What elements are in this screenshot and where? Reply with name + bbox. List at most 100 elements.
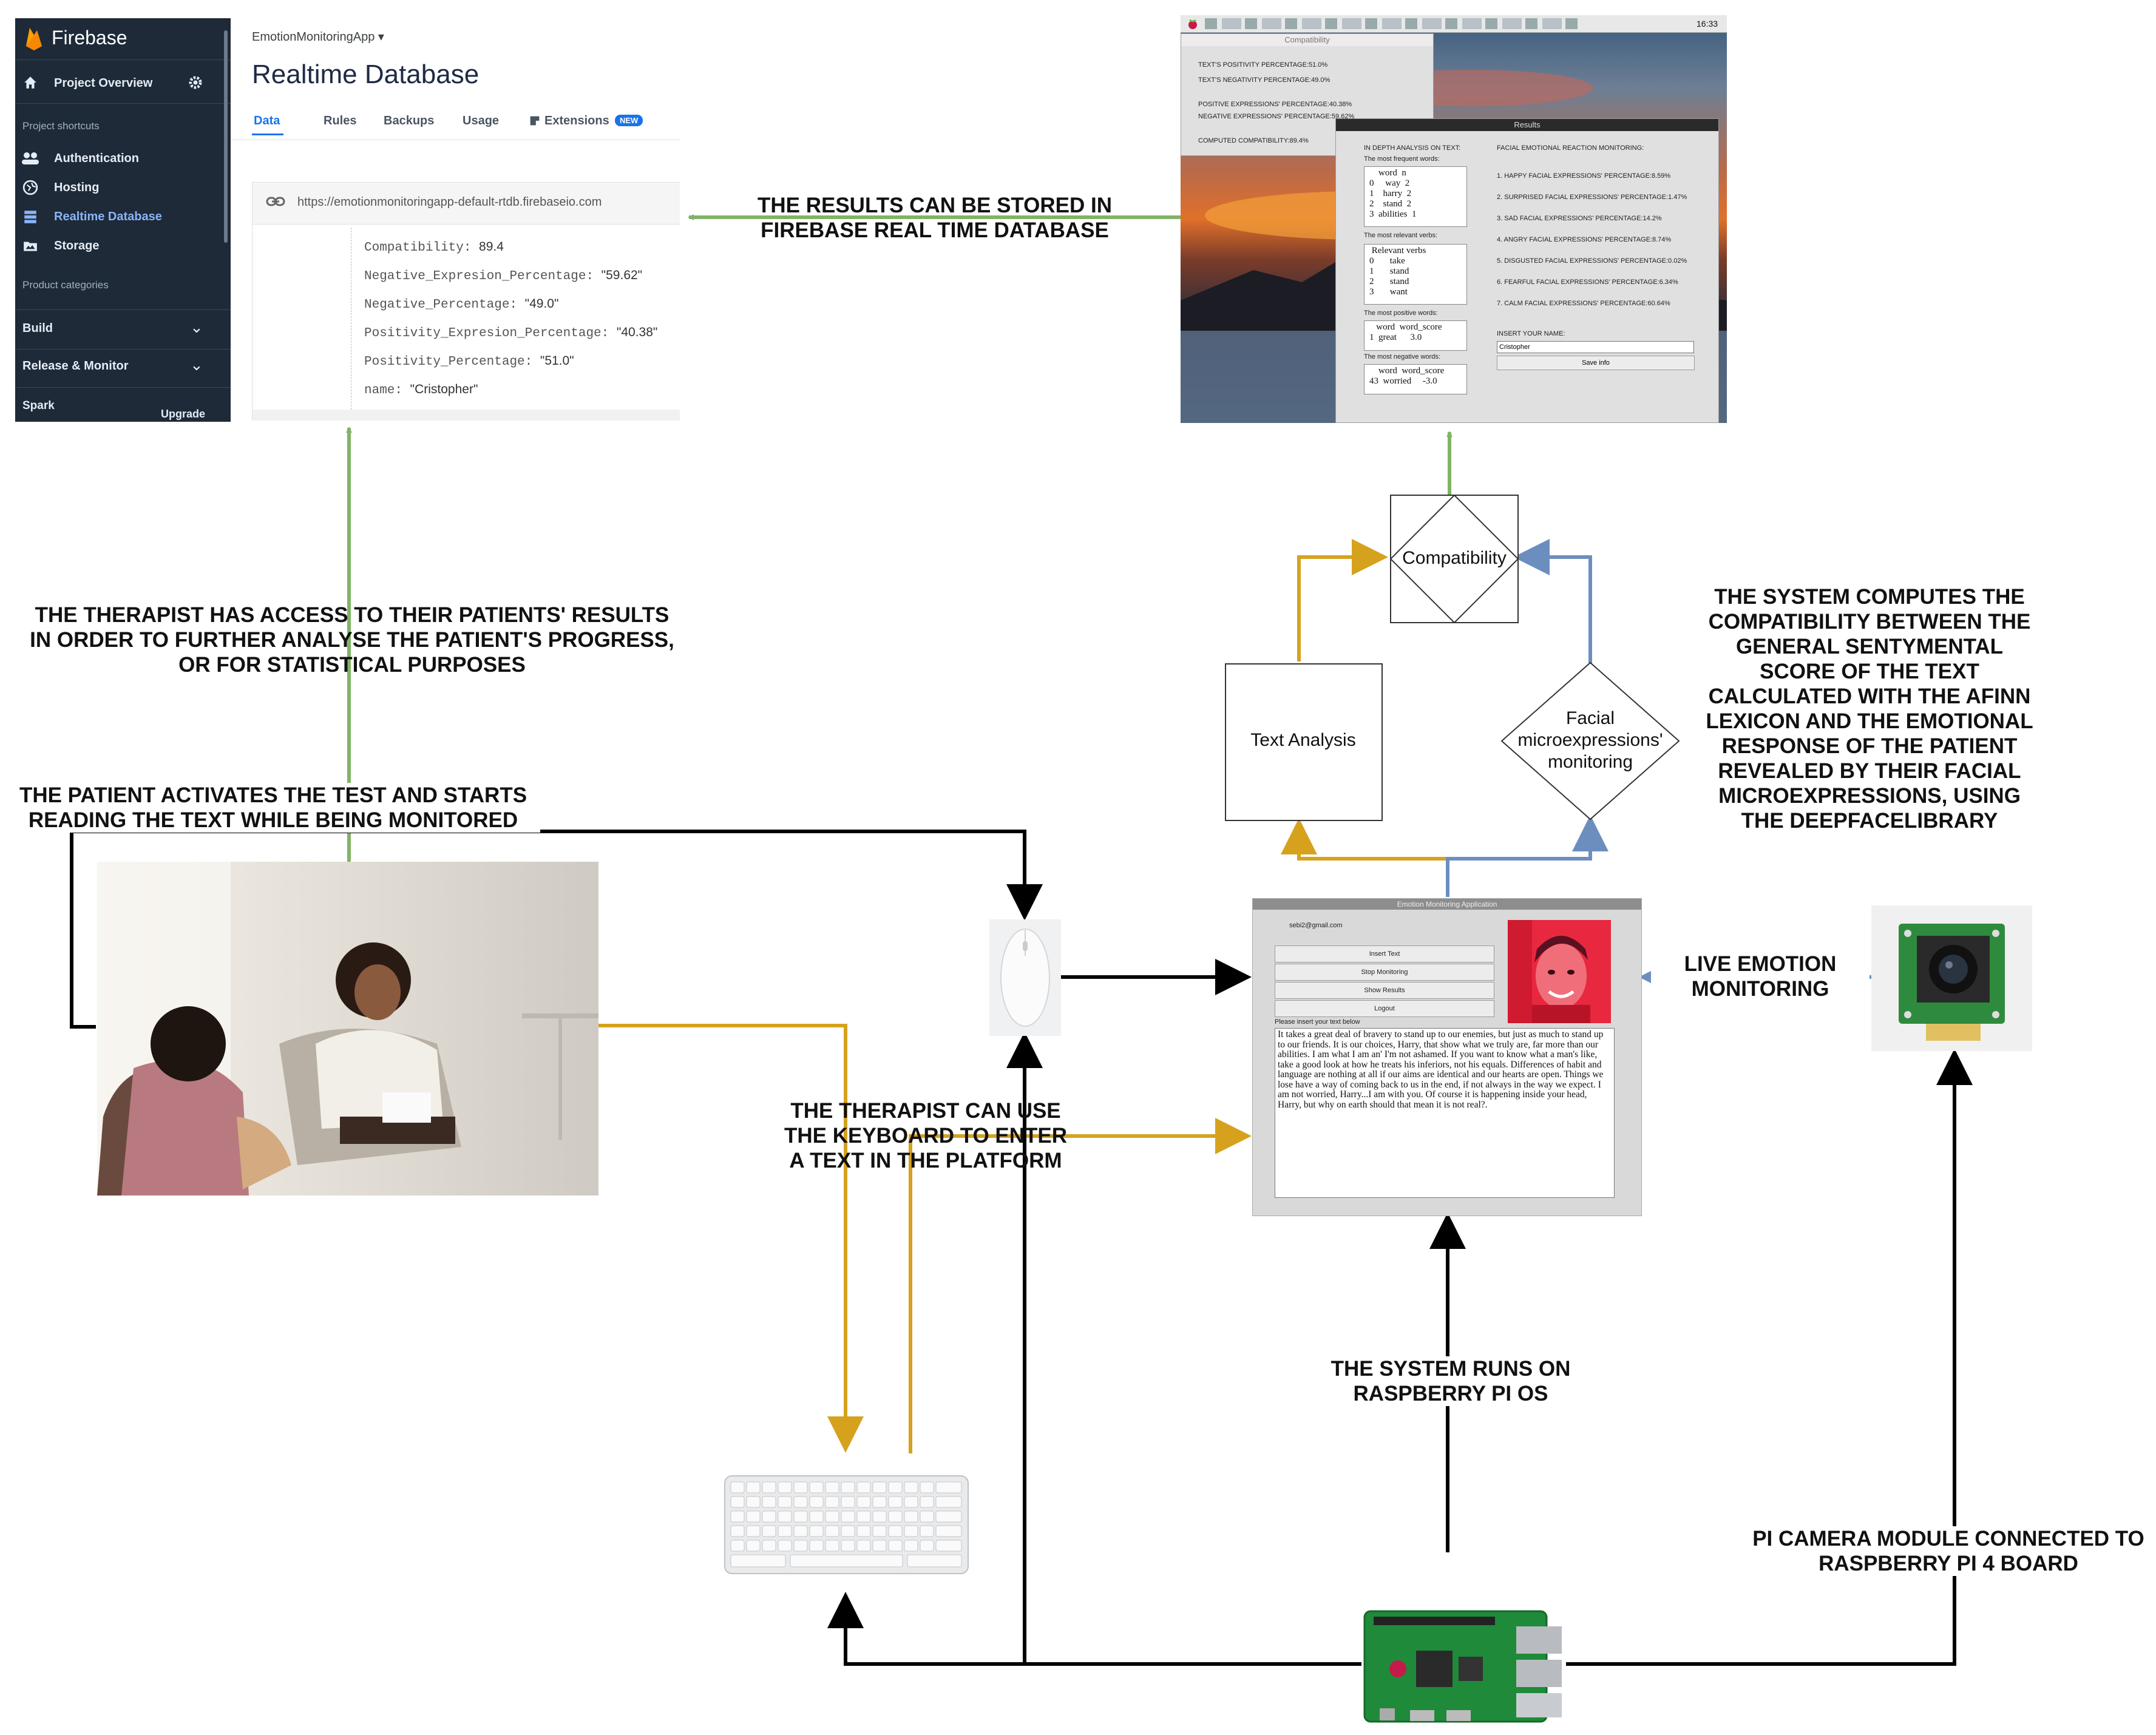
raspberry-menu-icon[interactable] — [1187, 18, 1199, 30]
tab-backups[interactable]: Backups — [384, 114, 435, 127]
compat-line: POSITIVE EXPRESSIONS' PERCENTAGE:40.38% — [1198, 101, 1352, 108]
camera-module-icon — [1871, 905, 2032, 1051]
sidebar-scrollbar[interactable] — [224, 30, 228, 243]
gear-icon[interactable] — [187, 74, 204, 91]
record-compatibility: Compatibility: 89.4 — [364, 240, 504, 255]
caption-firebase-store: THE RESULTS CAN BE STORED IN FIREBASE RE… — [757, 194, 1113, 242]
tab-usage[interactable]: Usage — [463, 114, 500, 127]
facial-monitoring-node — [1500, 661, 1680, 820]
results-window: Results IN DEPTH ANALYSIS ON TEXT: The m… — [1335, 118, 1719, 423]
storage-icon — [24, 242, 37, 251]
firebase-sidebar: Firebase Project Overview Project shortc… — [15, 18, 231, 422]
record-key: Negative_Percentage: — [364, 298, 518, 312]
facial-line: 2. SURPRISED FACIAL EXPRESSIONS' PERCENT… — [1497, 194, 1687, 201]
chevron-down-icon[interactable]: ⌄ — [190, 356, 203, 374]
tab-rules[interactable]: Rules — [324, 114, 357, 127]
raspberry-pi-desktop: 16:33 Compatibility TEXT'S POSITIVITY PE… — [1181, 15, 1727, 423]
sidebar-item-authentication[interactable]: Authentication — [54, 152, 139, 165]
keyboard-icon — [724, 1475, 969, 1574]
record-name: name: "Cristopher" — [364, 382, 478, 397]
record-key: name: — [364, 384, 403, 397]
record-negative-expression: Negative_Expresion_Percentage: "59.62" — [364, 268, 642, 283]
name-input[interactable]: Cristopher — [1497, 341, 1694, 353]
sidebar-item-hosting[interactable]: Hosting — [54, 181, 100, 194]
product-categories-label: Product categories — [22, 279, 109, 291]
relevant-verbs-list[interactable]: Relevant verbs 0 take 1 stand 2 stand 3 … — [1364, 244, 1467, 305]
mouse-icon — [989, 919, 1061, 1036]
record-key: Compatibility: — [364, 241, 472, 255]
tab-data[interactable]: Data — [254, 114, 280, 127]
facial-line: 6. FEARFUL FACIAL EXPRESSIONS' PERCENTAG… — [1497, 279, 1678, 286]
compat-line: COMPUTED COMPATIBILITY:89.4% — [1198, 137, 1309, 144]
record-value: 89.4 — [479, 240, 504, 254]
tab-extensions[interactable]: Extensions — [544, 114, 609, 127]
record-value: "49.0" — [524, 297, 559, 311]
compat-line: TEXT'S NEGATIVITY PERCENTAGE:49.0% — [1198, 76, 1331, 84]
app-name: EmotionMonitoringApp — [252, 30, 375, 44]
globe-icon — [22, 180, 38, 195]
firebase-brand: Firebase — [52, 27, 127, 49]
home-icon — [24, 76, 36, 89]
compatibility-label: Compatibility — [1402, 548, 1507, 568]
record-value: "51.0" — [540, 354, 574, 368]
record-key: Positivity_Expresion_Percentage: — [364, 326, 609, 340]
facial-line: 3. SAD FACIAL EXPRESSIONS' PERCENTAGE:14… — [1497, 215, 1662, 222]
taskbar-clock: 16:33 — [1697, 19, 1718, 29]
facial-monitoring-label: Facial microexpressions' monitoring — [1517, 708, 1663, 772]
caption-therapist-keyboard: THE THERAPIST CAN USE THE KEYBOARD TO EN… — [784, 1099, 1068, 1172]
compat-line: NEGATIVE EXPRESSIONS' PERCENTAGE:59.62% — [1198, 113, 1355, 120]
black-arrows — [70, 830, 1973, 1666]
insert-text-prompt: Please insert your text below — [1275, 1018, 1360, 1026]
negative-words-list[interactable]: word word_score 43 worried -3.0 — [1364, 364, 1467, 394]
app-name-dropdown[interactable]: EmotionMonitoringApp ▾ — [252, 29, 384, 44]
stop-monitoring-button[interactable]: Stop Monitoring — [1275, 964, 1494, 981]
positive-words-label: The most positive words: — [1364, 309, 1438, 317]
compat-line: TEXT'S POSITIVITY PERCENTAGE:51.0% — [1198, 61, 1328, 69]
positive-words-list[interactable]: word word_score 1 great 3.0 — [1364, 320, 1467, 351]
frequent-words-list[interactable]: word n 0 way 2 1 harry 2 2 stand 2 3 abi… — [1364, 166, 1467, 227]
project-shortcuts-label: Project shortcuts — [22, 120, 100, 132]
show-results-button[interactable]: Show Results — [1275, 982, 1494, 999]
caption-camera-module: PI CAMERA MODULE CONNECTED TO RASPBERRY … — [1748, 1526, 2149, 1576]
database-icon — [24, 211, 36, 223]
release-monitor-section[interactable]: Release & Monitor — [22, 359, 129, 373]
record-negative-percentage: Negative_Percentage: "49.0" — [364, 297, 558, 312]
caption-live-emotion: LIVE EMOTION MONITORING — [1651, 952, 1870, 1001]
tab-underline — [252, 134, 283, 135]
save-info-button[interactable]: Save info — [1497, 356, 1695, 370]
compatibility-node — [1390, 495, 1519, 623]
logout-button[interactable]: Logout — [1275, 1000, 1494, 1017]
record-positivity-percentage: Positivity_Percentage: "51.0" — [364, 354, 574, 369]
horizontal-scrollbar[interactable] — [253, 410, 680, 421]
record-value: "Cristopher" — [410, 382, 478, 396]
sidebar-item-storage[interactable]: Storage — [54, 239, 100, 252]
link-icon — [266, 197, 285, 206]
facial-line: 1. HAPPY FACIAL EXPRESSIONS' PERCENTAGE:… — [1497, 172, 1671, 180]
record-key: Positivity_Percentage: — [364, 355, 533, 369]
in-depth-label: IN DEPTH ANALYSIS ON TEXT: — [1364, 144, 1461, 152]
emotion-monitoring-window: Emotion Monitoring Application sebi2@gma… — [1252, 898, 1642, 1216]
therapy-session-photo — [97, 862, 598, 1196]
firebase-main: EmotionMonitoringApp ▾ Realtime Database… — [231, 18, 680, 422]
caption-patient-activates: THE PATIENT ACTIVATES THE TEST AND START… — [6, 783, 540, 833]
facial-line: 4. ANGRY FACIAL EXPRESSIONS' PERCENTAGE:… — [1497, 236, 1672, 243]
firebase-console: Firebase Project Overview Project shortc… — [15, 18, 680, 422]
sidebar-item-realtime-database[interactable]: Realtime Database — [54, 210, 162, 223]
chevron-down-icon[interactable]: ⌄ — [190, 318, 203, 336]
text-area[interactable]: It takes a great deal of bravery to stan… — [1275, 1028, 1615, 1198]
negative-words-label: The most negative words: — [1364, 353, 1440, 360]
taskbar-apps[interactable] — [1205, 18, 1581, 29]
build-section[interactable]: Build — [22, 322, 53, 335]
insert-text-button[interactable]: Insert Text — [1275, 945, 1494, 962]
record-key: Negative_Expresion_Percentage: — [364, 269, 594, 283]
project-overview-link[interactable]: Project Overview — [54, 76, 153, 90]
emotion-app-titlebar: Emotion Monitoring Application — [1253, 899, 1641, 910]
compatibility-titlebar: Compatibility — [1181, 34, 1433, 46]
tree-guide-line — [351, 228, 352, 410]
upgrade-button[interactable]: Upgrade — [161, 408, 206, 420]
caret-down-icon: ▾ — [378, 30, 384, 44]
record-value: "40.38" — [616, 325, 658, 339]
caption-raspberry-os: THE SYSTEM RUNS ON RASPBERRY PI OS — [1305, 1356, 1596, 1406]
users-icon — [22, 152, 39, 164]
